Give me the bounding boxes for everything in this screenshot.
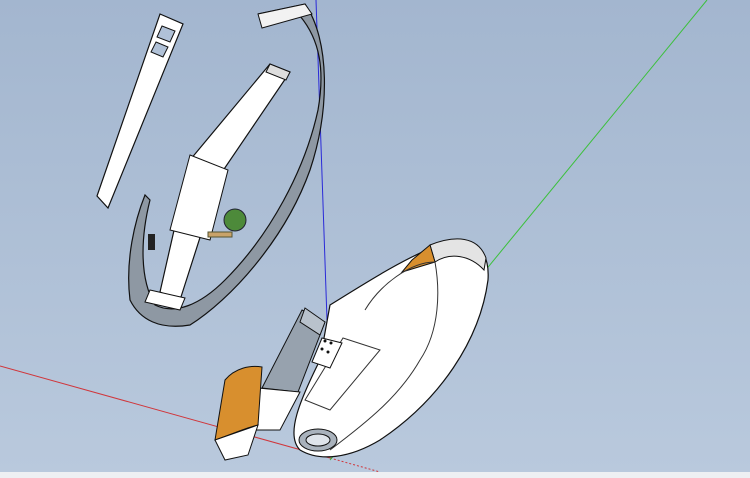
status-bar-strip (0, 472, 750, 478)
hole (329, 341, 333, 345)
hole (326, 350, 330, 354)
bar-block (169, 154, 229, 241)
red-axis (0, 365, 331, 459)
oval-top-band (429, 238, 487, 272)
wooden-stand (207, 231, 233, 238)
bar-foot (144, 289, 186, 311)
white-base (214, 424, 259, 461)
hole (320, 347, 324, 351)
green-plant-figure (223, 208, 247, 232)
oval-panel (304, 337, 381, 411)
flat-strip-part (96, 13, 184, 210)
strip-hole-1 (156, 25, 176, 43)
long-bar-top (265, 63, 291, 81)
strip-hole-2 (150, 41, 169, 58)
red-axis-dotted (329, 457, 381, 472)
hole (323, 339, 327, 343)
bar-dark-tab (148, 234, 155, 250)
oval-inner-edge (329, 261, 439, 451)
ring-hole (305, 433, 331, 447)
band-top-face (257, 3, 313, 29)
gray-block-top (299, 307, 326, 336)
